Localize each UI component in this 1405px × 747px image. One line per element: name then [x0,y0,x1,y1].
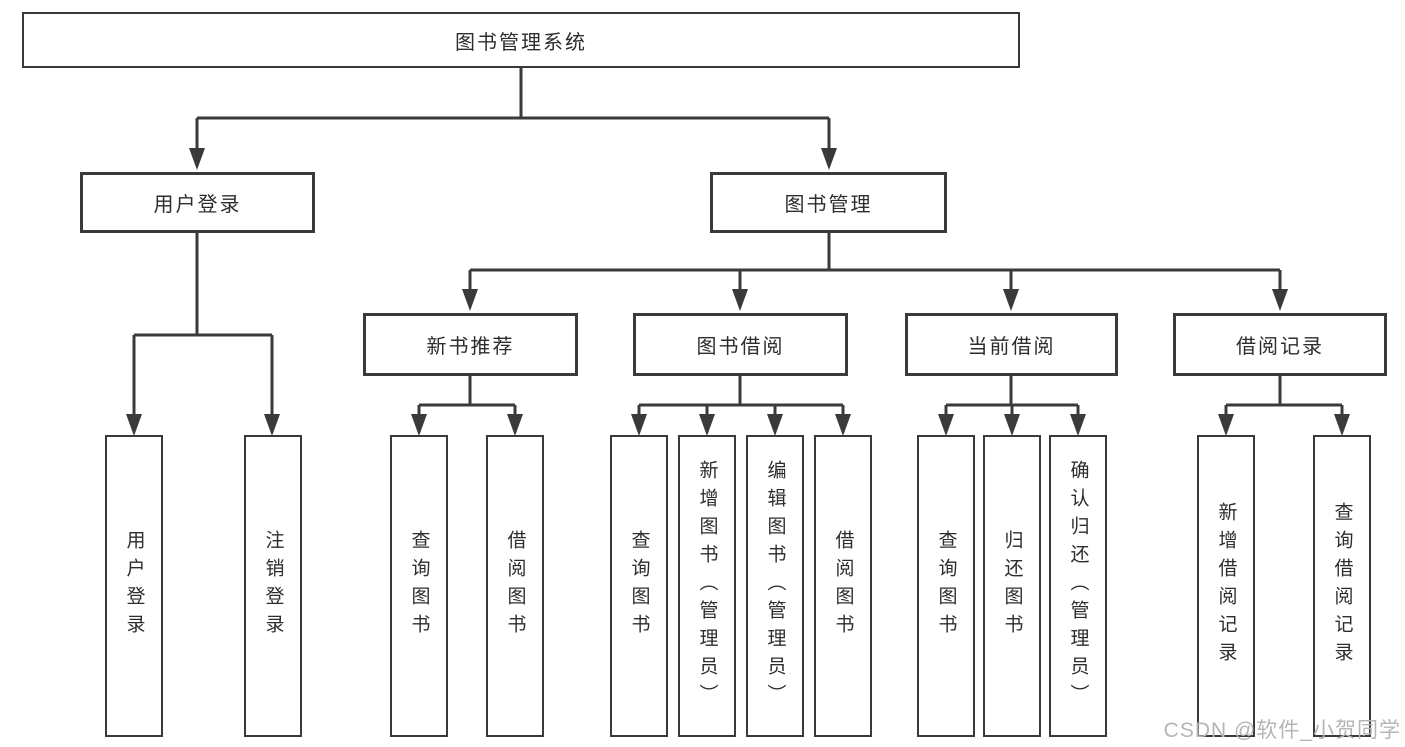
leaf-confirm-return-admin: 确认归还（管理员） [1049,435,1107,737]
node-book-management: 图书管理 [710,172,947,233]
node-current-borrow: 当前借阅 [905,313,1118,376]
leaf-return-books-label: 归还图书 [1001,530,1023,642]
leaf-query-books-3-label: 查询图书 [935,530,957,642]
node-new-book-recommend-label: 新书推荐 [426,336,515,358]
leaf-query-books-3: 查询图书 [917,435,975,737]
node-new-book-recommend: 新书推荐 [363,313,578,376]
leaf-user-login-label: 用户登录 [123,530,145,642]
leaf-borrow-books-2: 借阅图书 [814,435,872,737]
node-current-borrow-label: 当前借阅 [967,336,1056,358]
leaf-add-books-admin: 新增图书（管理员） [678,435,736,737]
node-book-borrow-label: 图书借阅 [696,336,785,358]
node-user-login-label: 用户登录 [153,194,242,216]
leaf-query-borrow-record: 查询借阅记录 [1313,435,1371,737]
node-book-borrow: 图书借阅 [633,313,848,376]
leaf-add-borrow-record-label: 新增借阅记录 [1215,502,1237,670]
leaf-query-books-2-label: 查询图书 [628,530,650,642]
node-borrow-records-label: 借阅记录 [1236,336,1324,358]
leaf-query-books-1: 查询图书 [390,435,448,737]
leaf-query-books-1-label: 查询图书 [408,530,430,642]
node-book-management-label: 图书管理 [784,194,873,216]
leaf-borrow-books-1: 借阅图书 [486,435,544,737]
leaf-confirm-return-admin-label: 确认归还（管理员） [1067,460,1089,712]
leaf-return-books: 归还图书 [983,435,1041,737]
leaf-query-borrow-record-label: 查询借阅记录 [1331,502,1353,670]
leaf-logout: 注销登录 [244,435,302,737]
csdn-watermark: CSDN @软件_小贺同学 [1163,719,1401,742]
leaf-borrow-books-1-label: 借阅图书 [504,530,526,642]
leaf-add-books-admin-label: 新增图书（管理员） [696,460,718,712]
node-borrow-records: 借阅记录 [1173,313,1387,376]
leaf-edit-books-admin-label: 编辑图书（管理员） [764,460,786,712]
leaf-user-login: 用户登录 [105,435,163,737]
leaf-query-books-2: 查询图书 [610,435,668,737]
leaf-add-borrow-record: 新增借阅记录 [1197,435,1255,737]
leaf-borrow-books-2-label: 借阅图书 [832,530,854,642]
node-user-login: 用户登录 [80,172,315,233]
leaf-logout-label: 注销登录 [262,530,284,642]
node-root-label: 图书管理系统 [455,31,587,54]
node-root-system: 图书管理系统 [22,12,1020,68]
arrowheads [126,148,1350,436]
leaf-edit-books-admin: 编辑图书（管理员） [746,435,804,737]
